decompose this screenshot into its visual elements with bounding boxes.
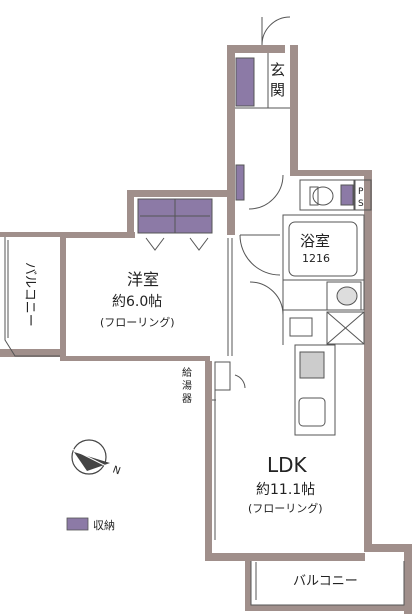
- door-swings: [145, 16, 291, 389]
- ps-label-2: S: [358, 199, 364, 209]
- bath-label: 浴室: [300, 232, 330, 250]
- entrance-label-2: 関: [270, 81, 285, 99]
- balcony-left-label: バルコニー: [22, 262, 37, 327]
- western-room-area: 約6.0帖: [112, 294, 162, 310]
- fixtures: [289, 186, 358, 427]
- ldk-label: LDK: [267, 453, 308, 477]
- western-room-label: 洋室: [127, 270, 159, 289]
- compass: [71, 439, 110, 475]
- western-room-floor: (フローリング): [100, 315, 175, 329]
- ps-label-1: P: [358, 187, 364, 197]
- storage-hanger-lines: [140, 199, 210, 233]
- compass-north-label: N: [111, 464, 122, 477]
- water-heater-label-1: 給: [182, 366, 192, 379]
- balcony-bottom-label: バルコニー: [293, 574, 358, 589]
- legend-label: 収納: [93, 519, 115, 532]
- entrance-label-1: 玄: [270, 61, 285, 79]
- ldk-floor: (フローリング): [248, 501, 323, 515]
- walls: [0, 45, 412, 614]
- storage-units: [137, 57, 354, 234]
- bath-size: 1216: [302, 252, 330, 265]
- water-heater-label-2: 湯: [182, 379, 192, 392]
- interior-lines: [4, 53, 405, 606]
- water-heater-label-3: 器: [182, 393, 192, 405]
- legend-swatch: [66, 517, 89, 531]
- ldk-area: 約11.1帖: [256, 482, 315, 498]
